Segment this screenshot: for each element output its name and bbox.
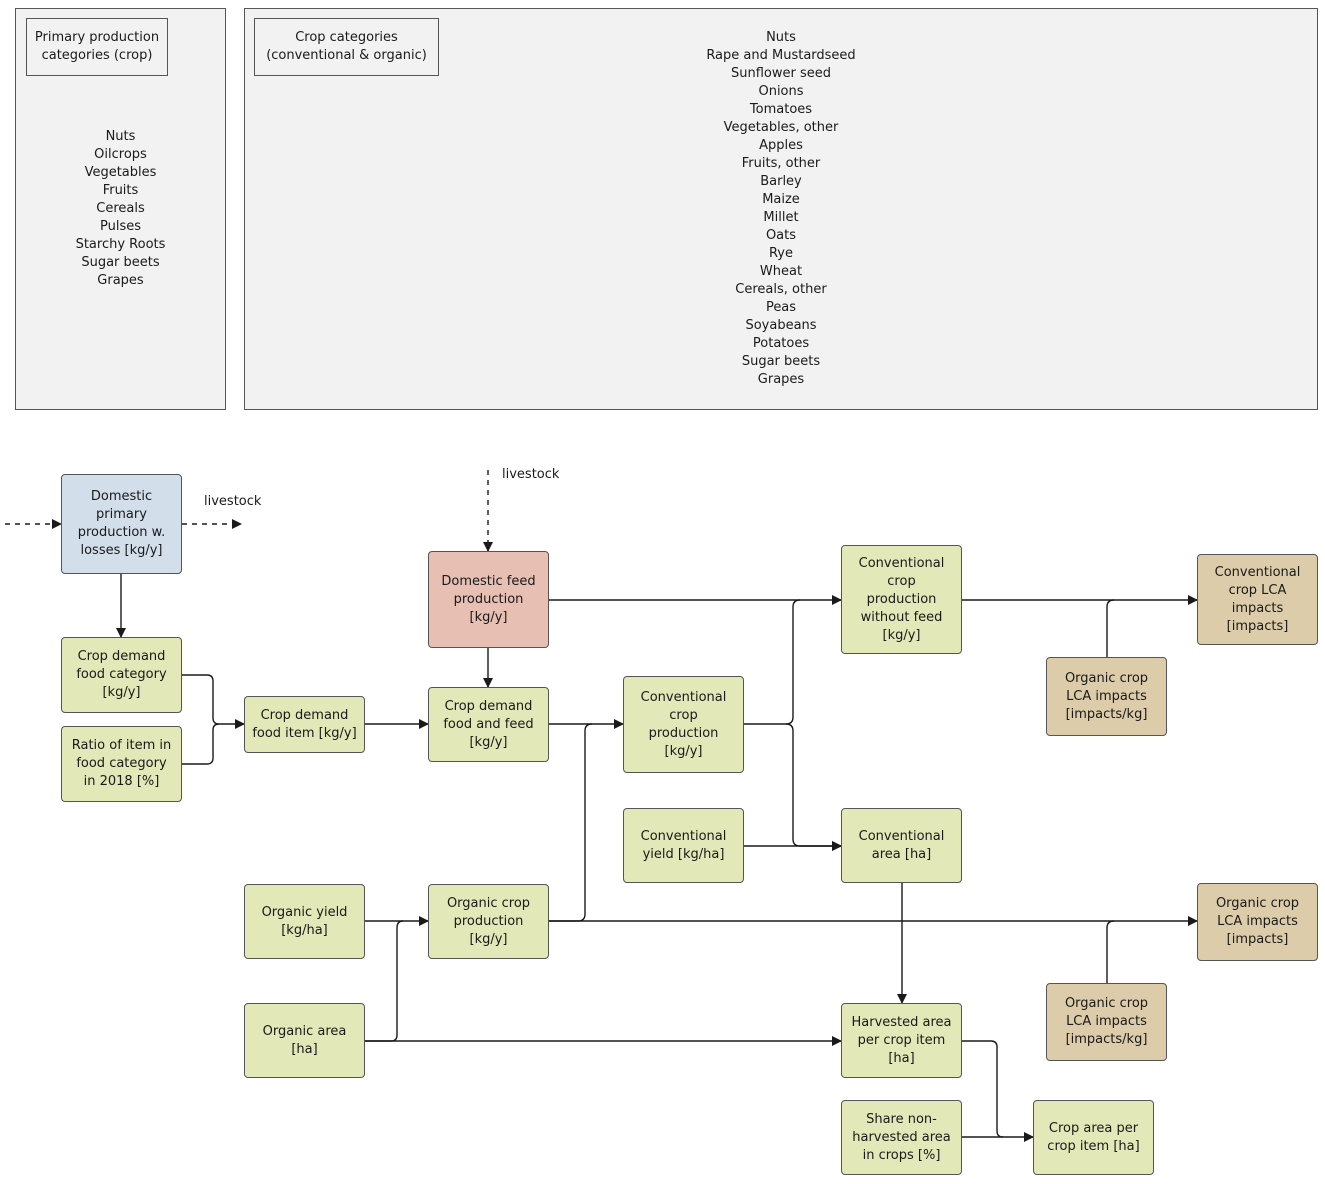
edge-ratio-to-item: [182, 723, 220, 765]
edge-harvested-to-crop-area: [962, 1040, 1034, 1142]
organic-crop-lca-impacts-node: Organic crop LCA impacts [impacts]: [1197, 883, 1318, 961]
crop-category-item: Sunflower seed: [730, 66, 831, 81]
primary-category-item: Cereals: [96, 201, 145, 216]
primary-categories-title: Primary production categories (crop): [26, 18, 168, 76]
livestock-output-label: livestock: [204, 494, 262, 509]
edge-conv-to-nofeed: [744, 599, 801, 725]
crop-categories-title: Crop categories (conventional & organic): [254, 18, 439, 76]
crop-category-item: Soyabeans: [745, 318, 817, 333]
primary-category-item: Oilcrops: [94, 147, 147, 162]
conventional-crop-production-without-feed-node: Conventional crop production without fee…: [841, 545, 962, 654]
crop-category-item: Cereals, other: [735, 282, 827, 297]
domestic-feed-production-node: Domestic feed production [kg/y]: [428, 551, 549, 648]
crop-category-item: Peas: [765, 300, 797, 315]
primary-category-item: Nuts: [105, 129, 136, 144]
edge-org-area-to-prod: [365, 920, 404, 1042]
organic-crop-production-node: Organic crop production [kg/y]: [428, 884, 549, 959]
primary-category-item: Fruits: [102, 183, 139, 198]
crop-category-item: Potatoes: [752, 336, 810, 351]
crop-category-item: Millet: [763, 210, 799, 225]
share-non-harvested-area-node: Share non- harvested area in crops [%]: [841, 1100, 962, 1175]
primary-category-item: Vegetables: [84, 165, 157, 180]
crop-category-item: Sugar beets: [741, 354, 821, 369]
crop-category-item: Tomatoes: [749, 102, 813, 117]
organic-area-node: Organic area [ha]: [244, 1003, 365, 1078]
edge-org-lca-kg1-to-lca: [1106, 599, 1115, 657]
crop-category-item: Apples: [759, 138, 803, 153]
edge-org-to-conv: [549, 723, 593, 922]
crop-category-item: Onions: [758, 84, 804, 99]
crop-demand-food-item-node: Crop demand food item [kg/y]: [244, 696, 365, 753]
crop-demand-food-feed-node: Crop demand food and feed [kg/y]: [428, 687, 549, 762]
crop-category-item: Wheat: [759, 264, 803, 279]
crop-category-item: Oats: [765, 228, 797, 243]
crop-category-item: Maize: [762, 192, 800, 207]
crop-category-item: Rape and Mustardseed: [706, 48, 856, 63]
primary-category-item: Sugar beets: [81, 255, 160, 270]
edge-org-lca-kg2-to-lca: [1106, 920, 1115, 983]
conventional-area-node: Conventional area [ha]: [841, 808, 962, 883]
edge-demand-cat-to-item: [182, 674, 245, 729]
organic-yield-node: Organic yield [kg/ha]: [244, 884, 365, 959]
organic-crop-lca-impacts-per-kg-node-2: Organic crop LCA impacts [impacts/kg]: [1046, 983, 1167, 1061]
crop-category-item: Vegetables, other: [723, 120, 839, 135]
crop-category-item: Barley: [760, 174, 802, 189]
crop-category-item: Fruits, other: [741, 156, 821, 171]
domestic-primary-production-node: Domestic primary production w. losses [k…: [61, 474, 182, 574]
crop-category-item: Rye: [768, 246, 793, 261]
conventional-crop-lca-impacts-node: Conventional crop LCA impacts [impacts]: [1197, 554, 1318, 645]
livestock-input-label: livestock: [502, 467, 560, 482]
crop-category-item: Nuts: [766, 30, 796, 45]
conventional-crop-production-node: Conventional crop production [kg/y]: [623, 676, 744, 773]
primary-category-item: Starchy Roots: [75, 237, 166, 252]
edge-conv-to-area: [785, 723, 842, 851]
crop-category-item: Grapes: [757, 372, 805, 387]
conventional-yield-node: Conventional yield [kg/ha]: [623, 808, 744, 883]
primary-category-item: Pulses: [99, 219, 141, 234]
crop-area-per-crop-item-node: Crop area per crop item [ha]: [1033, 1100, 1154, 1175]
organic-crop-lca-impacts-per-kg-node-1: Organic crop LCA impacts [impacts/kg]: [1046, 657, 1167, 736]
ratio-item-food-category-node: Ratio of item in food category in 2018 […: [61, 726, 182, 802]
crop-demand-food-category-node: Crop demand food category [kg/y]: [61, 637, 182, 713]
primary-category-item: Grapes: [97, 273, 144, 288]
harvested-area-per-crop-item-node: Harvested area per crop item [ha]: [841, 1003, 962, 1078]
